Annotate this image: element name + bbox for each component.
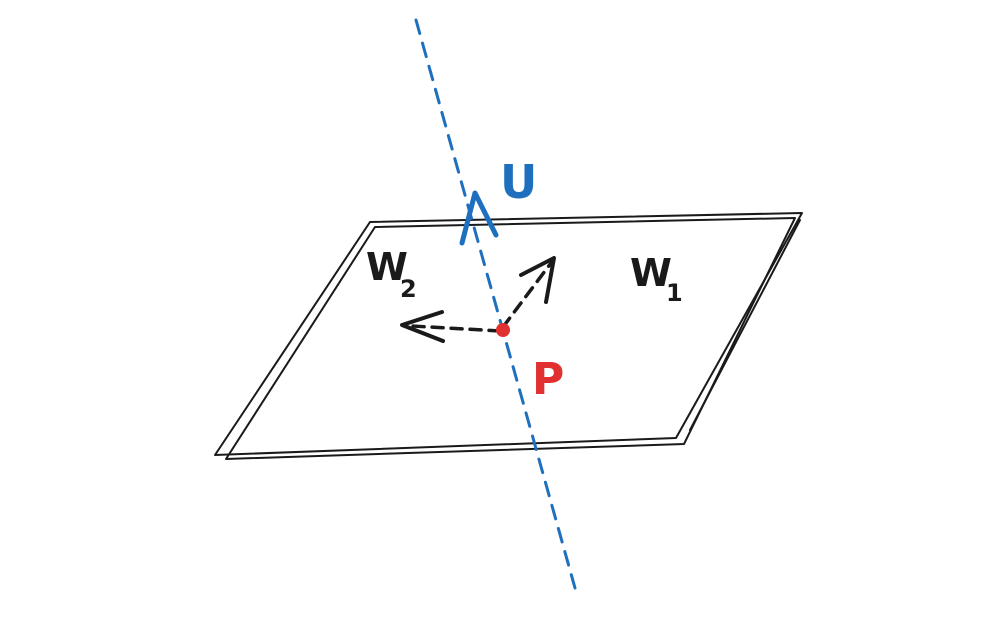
vector-w1-arrowhead [519, 256, 556, 304]
label-w1: W 1 [630, 251, 683, 307]
label-w2: W 2 [366, 245, 417, 303]
plane [214, 212, 803, 460]
line-u-arrowhead [459, 190, 499, 246]
plane-edge-right-stroke [689, 219, 801, 431]
plane-outline-inner [225, 217, 796, 460]
plane-outline-outer [214, 212, 803, 456]
vector-w1 [501, 256, 556, 329]
label-w2-subscript: 2 [400, 275, 417, 303]
vector-w2 [400, 310, 502, 343]
label-w2-main: W [366, 245, 408, 289]
label-w1-main: W [630, 251, 672, 295]
line-u-dashed [414, 18, 577, 590]
label-w1-subscript: 1 [666, 279, 683, 307]
vector-w1-shaft [501, 261, 553, 329]
vector-w2-shaft [410, 324, 502, 333]
point-p-dot [496, 323, 510, 337]
label-u: U [500, 155, 537, 209]
label-p: P [532, 354, 564, 405]
vector-w2-arrowhead [400, 310, 445, 343]
line-u [414, 18, 577, 590]
